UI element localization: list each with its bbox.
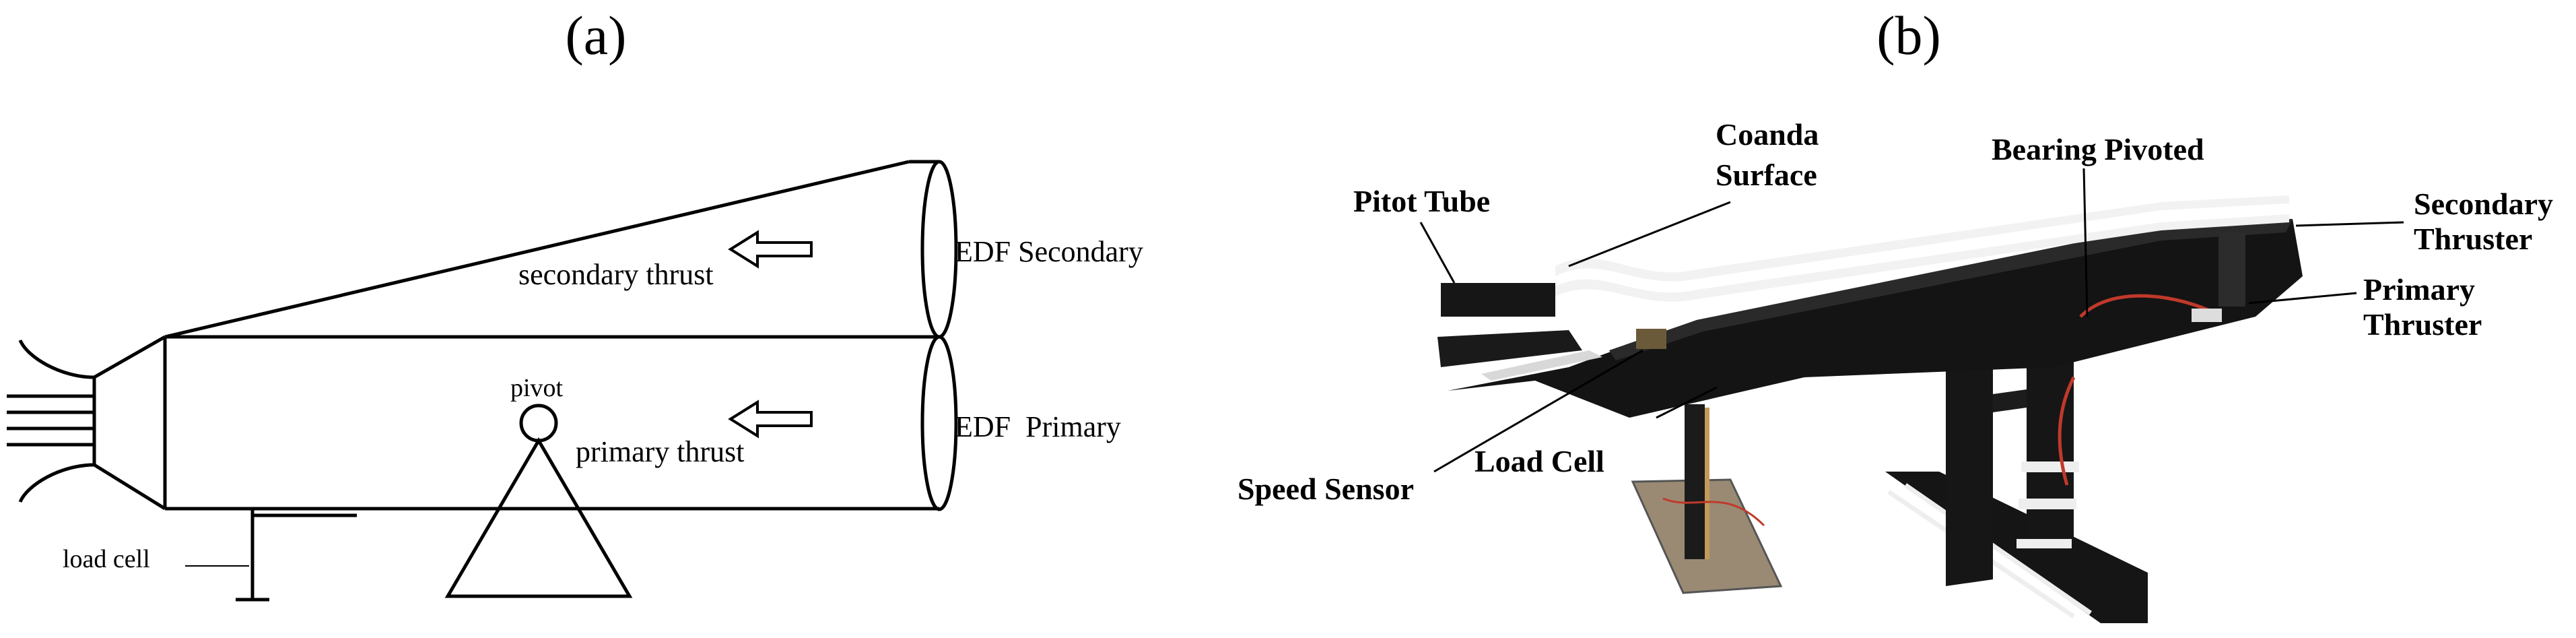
speed-sensor-label: Speed Sensor	[1238, 472, 1414, 506]
pivot-support-triangle	[444, 437, 633, 598]
edf-primary-label: EDF Primary	[955, 410, 1121, 443]
coanda-label-line1: Coanda	[1716, 117, 1819, 152]
pivot-circle	[519, 404, 558, 443]
pivot-label: pivot	[510, 374, 564, 402]
secondary-thruster-mount	[2218, 232, 2245, 307]
primary-thruster-label-line1: Primary	[2363, 272, 2475, 307]
rear-stand-leg-left	[1946, 357, 1993, 586]
speed-sensor-leader	[1433, 349, 1643, 473]
panel-a: (a)	[7, 5, 1143, 602]
pitot-leader	[1419, 222, 1456, 284]
panel-b: (b)	[1238, 5, 2553, 623]
secondary-thruster-label-line2: Thruster	[2414, 222, 2532, 256]
edf-secondary-fan	[920, 160, 958, 339]
rear-stand-leg-right	[2027, 347, 2074, 556]
coanda-stripe-1	[1555, 195, 2289, 282]
sensor-wire	[1662, 497, 1765, 527]
speed-sensor-board	[1636, 329, 1666, 349]
front-stand-post-edge	[1705, 408, 1709, 559]
bearing-leader	[2082, 168, 2089, 317]
pitot-tube-lower	[1437, 330, 1582, 367]
rear-stand-crossbar	[1993, 389, 2027, 412]
load-cell-leader-b	[1656, 386, 1718, 419]
stand-wire	[2058, 376, 2076, 486]
front-stand-post	[1685, 404, 1705, 559]
primary-thruster-label-line2: Thruster	[2363, 307, 2482, 342]
tape-band-1	[2021, 461, 2079, 472]
primary-thrust-arrow	[728, 400, 813, 439]
primary-thruster-connector	[2192, 309, 2222, 322]
primary-leader	[2248, 292, 2357, 305]
coanda-leader	[1568, 201, 1731, 267]
secondary-body-top	[164, 160, 910, 339]
inlet-lip-bottom	[18, 463, 95, 503]
tape-band-3	[2016, 539, 2072, 548]
inlet-lip-top	[18, 339, 95, 379]
tape-band-2	[2019, 499, 2076, 509]
prototype-photo	[1437, 195, 2303, 623]
thruster-schematic	[7, 160, 958, 602]
secondary-thrust-label: secondary thrust	[518, 258, 714, 291]
base-stripe-2	[1904, 483, 2092, 615]
secondary-leader	[2295, 221, 2404, 227]
coanda-label-line2: Surface	[1716, 158, 1817, 192]
panel-a-tag: (a)	[565, 5, 626, 66]
edf-primary-fan	[920, 335, 958, 511]
thruster-body	[1448, 219, 2303, 418]
bearing-pivoted-label: Bearing Pivoted	[1992, 132, 2204, 166]
panel-b-tag: (b)	[1876, 5, 1941, 66]
primary-thruster-wire	[2079, 294, 2216, 318]
secondary-thrust-arrow	[728, 230, 813, 269]
primary-thrust-label: primary thrust	[576, 435, 745, 468]
load-cell-label-b: Load Cell	[1475, 444, 1604, 478]
pitot-tube-label: Pitot Tube	[1353, 184, 1490, 218]
secondary-thruster-label-line1: Secondary	[2414, 187, 2553, 221]
pitot-tube-edge	[1481, 350, 1602, 381]
load-cell-label: load cell	[63, 545, 150, 573]
edf-secondary-label: EDF Secondary	[955, 235, 1143, 268]
pitot-tube-upper	[1441, 283, 1555, 317]
nozzle-cone	[92, 335, 166, 511]
coanda-stripe-2	[1555, 214, 2289, 302]
